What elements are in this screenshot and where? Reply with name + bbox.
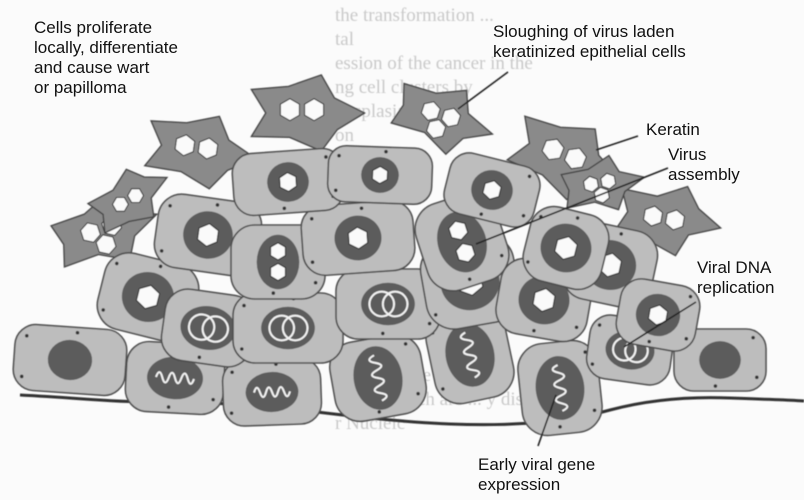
leader-line-keratin [596, 136, 638, 150]
label-sloughing: Sloughing of virus laden keratinized epi… [493, 22, 686, 62]
label-viral-dna: Viral DNA replication [697, 258, 775, 298]
epithelial-cell [233, 293, 343, 363]
label-keratin: Keratin [646, 120, 700, 140]
label-virus-assembly: Virus assembly [668, 145, 740, 185]
epithelial-cell [222, 357, 322, 426]
epithelial-cell [327, 145, 433, 205]
keratinized-squame [251, 75, 364, 151]
label-proliferate: Cells proliferate locally, differentiate… [34, 18, 178, 98]
epithelial-cell [12, 323, 128, 397]
label-early-gene: Early viral gene expression [478, 455, 595, 495]
